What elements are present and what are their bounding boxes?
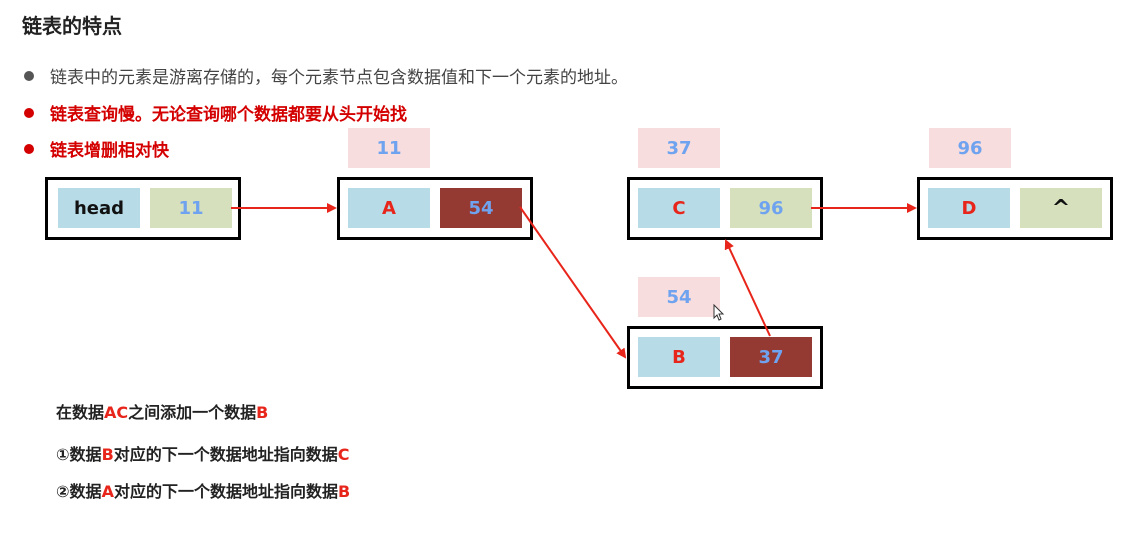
arrow-a-to-b bbox=[519, 206, 627, 359]
page-title: 链表的特点 bbox=[22, 14, 122, 38]
node-d: D ^ bbox=[917, 177, 1113, 240]
head-next-pointer: 11 bbox=[150, 188, 232, 228]
node-a: A 54 bbox=[337, 177, 533, 240]
note-highlight: AC bbox=[104, 403, 129, 422]
node-a-address: 11 bbox=[348, 128, 430, 168]
node-c: C 96 bbox=[627, 177, 823, 240]
note-highlight: B bbox=[101, 445, 114, 464]
mouse-cursor-icon bbox=[713, 303, 725, 321]
note-highlight: B bbox=[337, 482, 351, 501]
note-text: 对应的下一个数据地址指向数据 bbox=[113, 482, 338, 501]
bullet-text: 链表增删相对快 bbox=[50, 141, 169, 161]
node-c-value: C bbox=[638, 188, 720, 228]
node-b-address: 54 bbox=[638, 277, 720, 317]
node-a-value: A bbox=[348, 188, 430, 228]
node-c-next-pointer: 96 bbox=[730, 188, 812, 228]
node-d-null-pointer: ^ bbox=[1020, 188, 1102, 228]
note-text: ②数据 bbox=[56, 482, 102, 501]
node-b: B 37 bbox=[627, 326, 823, 389]
arrow-b-to-c bbox=[724, 239, 771, 337]
note-text: 在数据 bbox=[56, 403, 105, 422]
head-label: head bbox=[58, 188, 140, 228]
note-text: 之间添加一个数据 bbox=[128, 403, 257, 422]
note-highlight: B bbox=[256, 403, 269, 422]
bullet-item: 链表增删相对快 bbox=[24, 136, 169, 161]
bullet-item: 链表中的元素是游离存储的，每个元素节点包含数据值和下一个元素的地址。 bbox=[24, 63, 628, 88]
bullet-dot-icon bbox=[24, 70, 34, 81]
head-node: head 11 bbox=[45, 177, 241, 240]
note-highlight: C bbox=[337, 445, 350, 464]
bullet-text: 链表查询慢。无论查询哪个数据都要从头开始找 bbox=[50, 105, 407, 125]
bullet-item: 链表查询慢。无论查询哪个数据都要从头开始找 bbox=[24, 100, 407, 125]
note-line-3: ②数据A对应的下一个数据地址指向数据B bbox=[56, 478, 350, 502]
node-d-address: 96 bbox=[929, 128, 1011, 168]
note-text: ①数据 bbox=[56, 445, 102, 464]
node-d-value: D bbox=[928, 188, 1010, 228]
note-highlight: A bbox=[101, 482, 114, 501]
node-c-address: 37 bbox=[638, 128, 720, 168]
note-line-1: 在数据AC之间添加一个数据B bbox=[56, 399, 268, 423]
node-a-next-pointer: 54 bbox=[440, 188, 522, 228]
node-b-next-pointer: 37 bbox=[730, 337, 812, 377]
bullet-dot-icon bbox=[24, 143, 34, 154]
bullet-dot-icon bbox=[24, 107, 34, 118]
note-text: 对应的下一个数据地址指向数据 bbox=[113, 445, 338, 464]
note-line-2: ①数据B对应的下一个数据地址指向数据C bbox=[56, 441, 350, 465]
bullet-text: 链表中的元素是游离存储的，每个元素节点包含数据值和下一个元素的地址。 bbox=[50, 68, 628, 88]
node-b-value: B bbox=[638, 337, 720, 377]
